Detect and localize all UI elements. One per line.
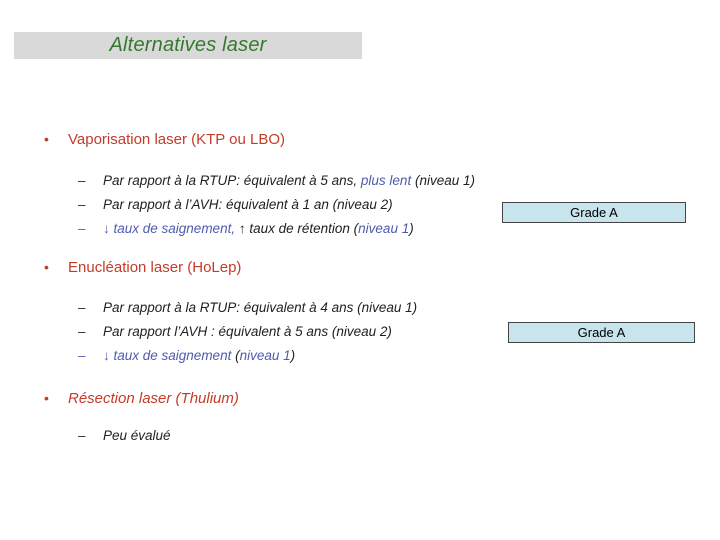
list-item: – Par rapport l’AVH : équivalent à 5 ans… bbox=[78, 323, 392, 340]
text-segment: ) bbox=[409, 221, 414, 236]
slide-title: Alternatives laser bbox=[109, 34, 267, 56]
text-segment: Peu évalué bbox=[103, 428, 171, 443]
list-item: – Par rapport à l’AVH: équivalent à 1 an… bbox=[78, 196, 393, 213]
list-item: – ↓ taux de saignement, ↑ taux de rétent… bbox=[78, 220, 414, 237]
grade-badge: Grade A bbox=[502, 202, 686, 223]
list-item: – Par rapport à la RTUP: équivalent à 4 … bbox=[78, 299, 417, 316]
grade-badge-label: Grade A bbox=[577, 325, 626, 340]
text-segment: Par rapport à la RTUP: équivalent à 4 an… bbox=[103, 300, 418, 315]
list-item: – Peu évalué bbox=[78, 427, 171, 444]
text-segment: (niveau 1) bbox=[411, 173, 475, 188]
section-heading-row: • Enucléation laser (HoLep) bbox=[44, 258, 241, 276]
title-bar: Alternatives laser bbox=[14, 32, 362, 59]
text-segment: ) bbox=[290, 348, 296, 363]
section-heading-row: • Vaporisation laser (KTP ou LBO) bbox=[44, 130, 285, 148]
dash-icon: – bbox=[78, 428, 86, 443]
text-segment: ↓ taux de saignement bbox=[103, 348, 236, 363]
bullet-icon: • bbox=[44, 259, 49, 275]
bullet-icon: • bbox=[44, 131, 49, 147]
dash-icon: – bbox=[78, 173, 86, 188]
text-segment: Par rapport l’AVH : équivalent à 5 ans (… bbox=[103, 324, 392, 339]
section-heading-row: • Résection laser (Thulium) bbox=[44, 389, 239, 407]
dash-icon: – bbox=[78, 197, 86, 212]
dash-icon: – bbox=[78, 221, 86, 236]
grade-badge-label: Grade A bbox=[570, 205, 618, 220]
list-item: – Par rapport à la RTUP: équivalent à 5 … bbox=[78, 172, 475, 189]
section-heading: Résection laser (Thulium) bbox=[68, 390, 239, 407]
text-segment: ( bbox=[235, 348, 240, 363]
section-heading: Enucléation laser (HoLep) bbox=[68, 259, 242, 276]
section-heading: Vaporisation laser (KTP ou LBO) bbox=[68, 131, 286, 148]
dash-icon: – bbox=[78, 348, 86, 363]
grade-badge: Grade A bbox=[508, 322, 695, 343]
text-segment: Par rapport à l’AVH: équivalent à 1 an (… bbox=[103, 197, 393, 212]
dash-icon: – bbox=[78, 300, 86, 315]
text-segment: plus lent bbox=[360, 173, 412, 188]
bullet-icon: • bbox=[44, 390, 49, 406]
text-segment: niveau 1 bbox=[239, 348, 291, 363]
text-segment: ↓ taux de saignement, bbox=[103, 221, 239, 236]
text-segment: ↑ taux de rétention ( bbox=[238, 221, 359, 236]
dash-icon: – bbox=[78, 324, 86, 339]
text-segment: Par rapport à la RTUP: équivalent à 5 an… bbox=[103, 173, 361, 188]
text-segment: niveau 1 bbox=[358, 221, 410, 236]
list-item: – ↓ taux de saignement (niveau 1) bbox=[78, 347, 295, 364]
